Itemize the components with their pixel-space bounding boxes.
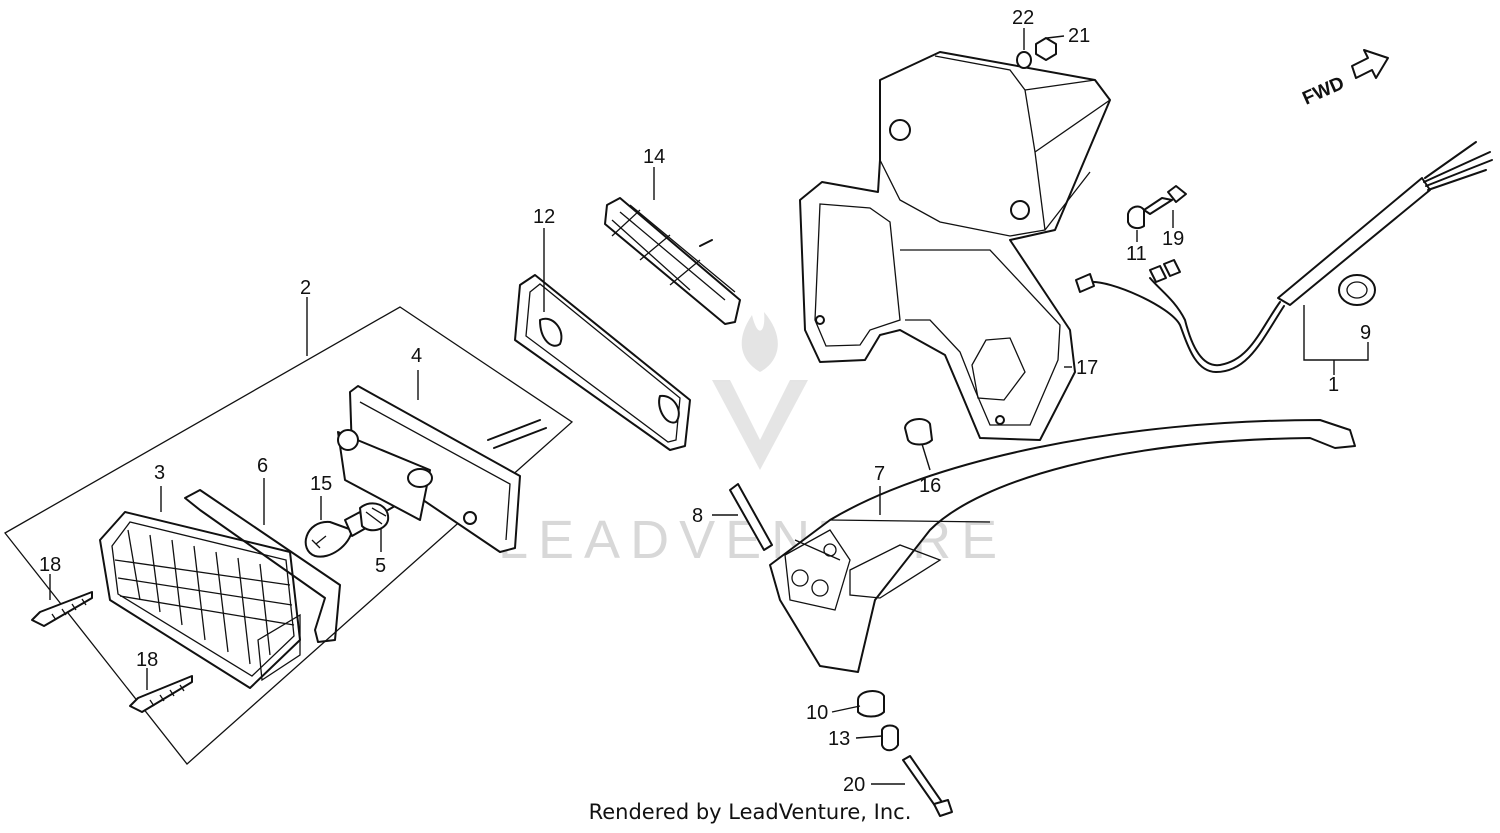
bolt-20-part [902,755,953,817]
callout-18-upper: 18 [39,554,61,576]
callout-17: 17 [1076,357,1098,379]
callout-12: 12 [533,206,555,228]
callout-9: 9 [1360,322,1371,344]
wire-harness-part [1075,141,1493,373]
bolt-19-part [1143,185,1187,215]
lens-gasket-part [184,489,341,643]
callout-18-lower: 18 [136,649,158,671]
license-bracket-part [799,51,1111,441]
tail-lens-part [99,511,301,689]
callout-1: 1 [1328,374,1339,396]
nut-part [1035,37,1057,61]
callout-2: 2 [300,277,311,299]
grommet-part [904,418,933,446]
callout-3: 3 [154,462,165,484]
callout-labels: 2 3 4 5 6 15 12 14 16 17 7 8 18 18 10 13… [39,7,1371,796]
forward-label: FWD [1299,73,1347,110]
rear-fender-part [769,419,1356,673]
lamp-housing-part [337,385,547,553]
callout-15: 15 [310,473,332,495]
pin-part [729,483,773,551]
taillight-assembly-bracket [4,306,574,765]
callout-13: 13 [828,728,850,750]
forward-direction-indicator: FWD [1299,49,1389,110]
callout-4: 4 [411,345,422,367]
render-credit: Rendered by LeadVenture, Inc. [588,800,912,824]
callout-22: 22 [1012,7,1034,29]
bulb-part [304,511,367,558]
callout-16: 16 [919,475,941,497]
collar-part [857,690,885,718]
reflector-gasket-part [514,274,691,451]
washer-part [1016,51,1032,69]
callout-8: 8 [692,505,703,527]
callout-19: 19 [1162,228,1184,250]
reflector-part [604,197,741,325]
callout-5: 5 [375,555,386,577]
spacer-11-part [1127,205,1145,230]
harness-grommet-part [1338,274,1376,306]
callout-14: 14 [643,146,665,168]
callout-10: 10 [806,702,828,724]
leader-lines [49,28,1369,785]
callout-20: 20 [843,774,865,796]
callout-11: 11 [1126,243,1147,265]
callout-6: 6 [257,455,268,477]
screw-lower-part [129,675,193,713]
screw-upper-part [31,591,93,627]
callout-21: 21 [1068,25,1090,47]
callout-7: 7 [874,463,885,485]
spacer-part [881,724,899,752]
